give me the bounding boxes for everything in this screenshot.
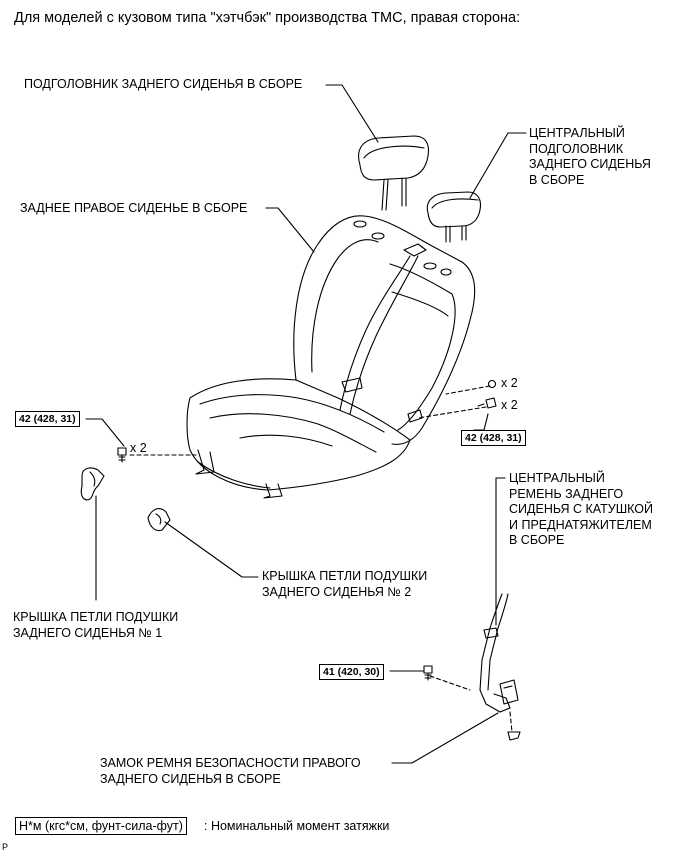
- label-headrest: ПОДГОЛОВНИК ЗАДНЕГО СИДЕНЬЯ В СБОРЕ: [24, 77, 303, 91]
- legend-description: : Номинальный момент затяжки: [204, 819, 390, 833]
- leader-right-bolt: [473, 413, 489, 431]
- figure-code: P: [2, 842, 9, 852]
- dash-right-bolt-2: [417, 406, 487, 419]
- center-belt-drawing: [479, 593, 521, 741]
- leader-seat: [265, 207, 315, 253]
- leader-headrest: [325, 84, 379, 143]
- hinge-cover-1-drawing: [80, 467, 105, 501]
- label-hinge-cover-2: КРЫШКА ПЕТЛИ ПОДУШКИ ЗАДНЕГО СИДЕНЬЯ № 2: [262, 569, 428, 599]
- qty-left-bolt: x 2: [130, 441, 147, 455]
- label-buckle: ЗАМОК РЕМНЯ БЕЗОПАСНОСТИ ПРАВОГО ЗАДНЕГО…: [100, 756, 361, 786]
- leader-left-bolt: [85, 418, 125, 447]
- rear-seat-drawing: [186, 215, 476, 499]
- torque-right-bolt: 42 (428, 31): [461, 430, 526, 446]
- headrest-drawing: [358, 135, 430, 211]
- left-bolt-drawing: [117, 447, 127, 463]
- leader-center-headrest: [469, 132, 527, 199]
- qty-right-lower: x 2: [501, 398, 518, 412]
- leader-buckle: [391, 712, 499, 764]
- label-hinge-cover-1: КРЫШКА ПЕТЛИ ПОДУШКИ ЗАДНЕГО СИДЕНЬЯ № 1: [13, 610, 179, 640]
- leader-center-belt: [495, 477, 506, 626]
- dash-right-bolt-1: [445, 385, 491, 395]
- qty-right-upper: x 2: [501, 376, 518, 390]
- page-header: Для моделей с кузовом типа "хэтчбэк" про…: [14, 10, 521, 26]
- label-center-belt: ЦЕНТРАЛЬНЫЙ РЕМЕНЬ ЗАДНЕГО СИДЕНЬЯ С КАТ…: [509, 471, 654, 547]
- dash-buckle: [509, 711, 513, 733]
- center-headrest-drawing: [426, 191, 482, 243]
- belt-bolt-drawing: [423, 665, 433, 681]
- label-rear-seat: ЗАДНЕЕ ПРАВОЕ СИДЕНЬЕ В СБОРЕ: [20, 201, 248, 215]
- torque-left-bolt: 42 (428, 31): [15, 411, 80, 427]
- torque-belt-bolt: 41 (420, 30): [319, 664, 384, 680]
- label-center-headrest: ЦЕНТРАЛЬНЫЙ ПОДГОЛОВНИК ЗАДНЕГО СИДЕНЬЯ …: [529, 126, 651, 187]
- leader-hinge-cover-2: [164, 521, 259, 578]
- dash-belt-bolt: [429, 675, 471, 691]
- legend-torque-units: Н*м (кгс*см, фунт-сила-фут): [15, 817, 187, 835]
- hinge-cover-2-drawing: [147, 508, 171, 532]
- right-bolts-drawing: [477, 379, 497, 409]
